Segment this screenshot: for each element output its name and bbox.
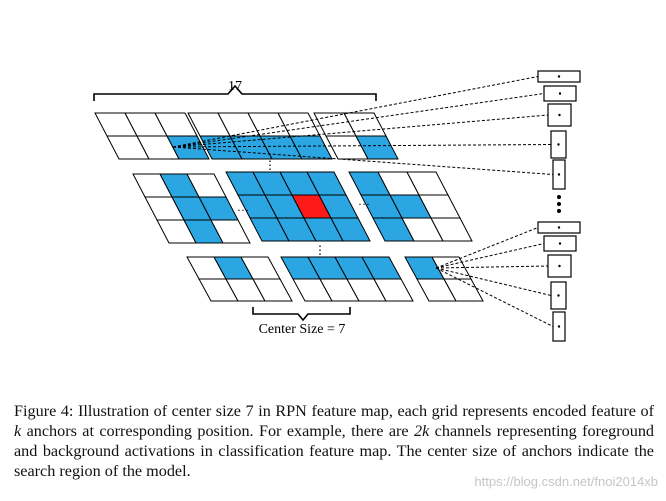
anchor-dashed-line: [172, 93, 545, 148]
horizontal-ellipsis-left: ···: [237, 203, 249, 217]
vertical-ellipsis-bottom: ⋮: [314, 243, 326, 257]
anchor-dashed-line: [435, 243, 545, 269]
top-label: 17: [228, 79, 242, 94]
anchor-center-dot: [557, 173, 561, 176]
anchor-dashed-line: [172, 76, 539, 148]
grid-bot-right-cell: [443, 278, 484, 302]
grid-mid-right-cell: [430, 217, 473, 242]
anchor-center-dot: [557, 226, 561, 229]
anchor-center-dot: [558, 113, 561, 117]
grid-top-center-cell: [289, 135, 333, 160]
anchor-ellipsis-dot: [557, 195, 561, 199]
grid-mid-center-cell: [330, 217, 371, 242]
anchor-ellipsis-dot: [557, 202, 561, 206]
horizontal-ellipsis-right: ···: [358, 197, 370, 211]
grid-bot-left-cell: [252, 278, 293, 302]
grid-bot-center-cell: [373, 278, 414, 302]
caption-label: Figure 4:: [14, 402, 74, 420]
anchor-dashed-line: [172, 144, 552, 148]
watermark-text: https://blog.csdn.net/fnoi2014xb: [474, 474, 658, 489]
anchor-dashed-line: [435, 267, 554, 327]
anchor-dashed-line: [172, 114, 549, 148]
anchor-dashed-line: [435, 227, 539, 269]
anchor-ellipsis-dot: [557, 209, 561, 213]
anchor-dashed-line: [435, 265, 549, 269]
anchor-center-dot: [558, 92, 562, 95]
top-brace: [93, 84, 377, 101]
caption-text-1: Illustration of center size 7 in RPN fea…: [78, 402, 655, 420]
grid-mid-left-cell: [210, 219, 251, 244]
bottom-label: Center Size = 7: [259, 322, 346, 337]
grid-top-right-cell: [355, 135, 399, 160]
caption-var-2k: 2k: [414, 422, 430, 440]
anchor-center-dot: [557, 294, 560, 297]
caption-text-2: anchors at corresponding position. For e…: [26, 422, 409, 440]
anchor-center-dot: [557, 325, 561, 328]
bottom-brace: [252, 307, 351, 322]
caption-text-3: channels representing foreground and bac…: [14, 422, 655, 480]
anchor-center-dot: [558, 264, 561, 268]
anchor-dashed-line: [172, 146, 554, 175]
anchor-center-dot: [558, 242, 562, 245]
vertical-ellipsis-top: ⋮: [264, 158, 276, 172]
caption-var-k: k: [14, 422, 22, 440]
anchor-center-dot: [557, 75, 561, 78]
figure-caption: Figure 4: Illustration of center size 7 …: [14, 401, 654, 481]
anchor-center-dot: [557, 143, 560, 146]
